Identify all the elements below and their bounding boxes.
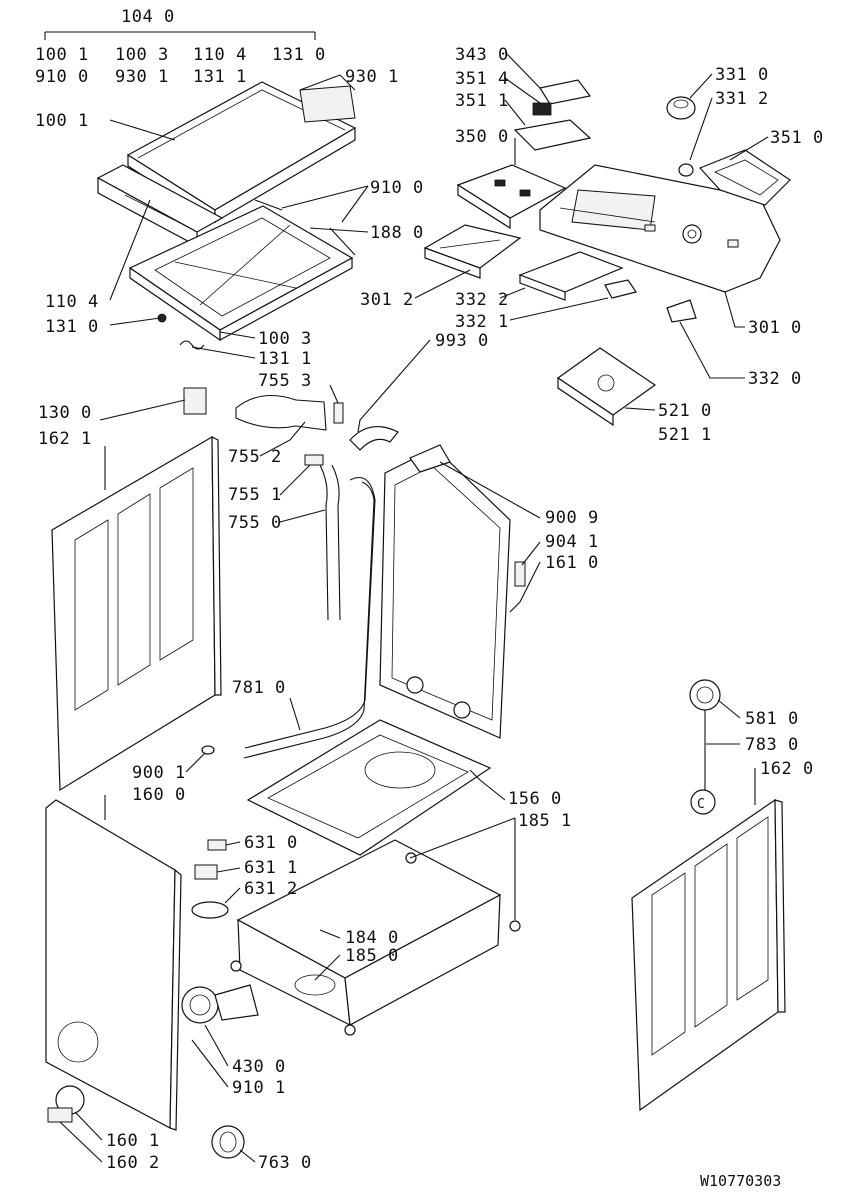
label-343-0: 343 0 xyxy=(455,45,509,65)
label-993-0: 993 0 xyxy=(435,331,489,351)
label-351-4: 351 4 xyxy=(455,69,509,89)
label-301-2: 301 2 xyxy=(360,290,414,310)
label-332-0: 332 0 xyxy=(748,369,802,389)
label-104-0: 104 0 xyxy=(121,7,175,27)
label-301-0: 301 0 xyxy=(748,318,802,338)
label-581-0: 581 0 xyxy=(745,709,799,729)
electronic-board-part xyxy=(456,164,567,230)
label-781-0: 781 0 xyxy=(232,678,286,698)
label-110-4: 110 4 xyxy=(193,45,247,65)
base-tub-part xyxy=(246,719,492,856)
label-332-2: 332 2 xyxy=(455,290,509,310)
label-162-0: 162 0 xyxy=(760,759,814,779)
label-332-1: 332 1 xyxy=(455,312,509,332)
label-755-2: 755 2 xyxy=(228,447,282,467)
label-160-1: 160 1 xyxy=(106,1131,160,1151)
label-763-0: 763 0 xyxy=(258,1153,312,1173)
label-185-1: 185 1 xyxy=(518,811,572,831)
top-frame-part xyxy=(128,205,354,342)
label-160-2: 160 2 xyxy=(106,1153,160,1173)
label-188-0: 188 0 xyxy=(370,223,424,243)
label-430-0: 430 0 xyxy=(232,1057,286,1077)
base-frame-part xyxy=(230,839,521,1036)
label-131-0: 131 0 xyxy=(272,45,326,65)
label-904-1: 904 1 xyxy=(545,532,599,552)
svg-text:C: C xyxy=(697,797,705,812)
part-number-labels: 104 0 100 1 100 3 110 4 131 0 910 0 930 … xyxy=(35,7,824,1190)
board-cover-part xyxy=(423,224,522,279)
drawing-number: W10770303 xyxy=(700,1172,781,1190)
front-panel-part xyxy=(45,799,182,1131)
label-100-1: 100 1 xyxy=(35,111,89,131)
selector-knob-part xyxy=(666,96,696,177)
label-631-1: 631 1 xyxy=(244,858,298,878)
label-100-3: 100 3 xyxy=(115,45,169,65)
label-100-1: 100 1 xyxy=(35,45,89,65)
label-755-0: 755 0 xyxy=(228,513,282,533)
label-755-1: 755 1 xyxy=(228,485,282,505)
label-631-2: 631 2 xyxy=(244,879,298,899)
left-side-panel-part xyxy=(51,435,222,792)
label-131-1: 131 1 xyxy=(258,349,312,369)
label-131-1: 131 1 xyxy=(193,67,247,87)
label-521-1: 521 1 xyxy=(658,425,712,445)
rear-panel-part xyxy=(379,444,526,739)
label-100-3: 100 3 xyxy=(258,329,312,349)
label-185-0: 185 0 xyxy=(345,946,399,966)
label-900-1: 900 1 xyxy=(132,763,186,783)
right-side-panel-part xyxy=(631,798,786,1112)
label-130-0: 130 0 xyxy=(38,403,92,423)
label-161-0: 161 0 xyxy=(545,553,599,573)
label-331-0: 331 0 xyxy=(715,65,769,85)
label-184-0: 184 0 xyxy=(345,928,399,948)
label-783-0: 783 0 xyxy=(745,735,799,755)
label-910-1: 910 1 xyxy=(232,1078,286,1098)
label-156-0: 156 0 xyxy=(508,789,562,809)
label-900-9: 900 9 xyxy=(545,508,599,528)
hoses-parts xyxy=(183,387,399,759)
label-110-4: 110 4 xyxy=(45,292,99,312)
main-module-part xyxy=(556,347,657,427)
label-351-0: 351 0 xyxy=(770,128,824,148)
label-910-0: 910 0 xyxy=(35,67,89,87)
control-console-part xyxy=(539,164,781,293)
label-160-0: 160 0 xyxy=(132,785,186,805)
label-162-1: 162 1 xyxy=(38,429,92,449)
label-351-1: 351 1 xyxy=(455,91,509,111)
label-331-2: 331 2 xyxy=(715,89,769,109)
label-910-0: 910 0 xyxy=(370,178,424,198)
label-930-1: 930 1 xyxy=(115,67,169,87)
label-350-0: 350 0 xyxy=(455,127,509,147)
pump-part: C xyxy=(47,679,721,1159)
label-631-0: 631 0 xyxy=(244,833,298,853)
leader-lines xyxy=(44,31,769,1163)
label-755-3: 755 3 xyxy=(258,371,312,391)
label-930-1: 930 1 xyxy=(345,67,399,87)
knob-holder-part xyxy=(698,149,791,206)
label-521-0: 521 0 xyxy=(658,401,712,421)
label-131-0: 131 0 xyxy=(45,317,99,337)
button-strip-part xyxy=(518,251,624,301)
small-buttons-parts xyxy=(513,79,697,323)
front-handle-part xyxy=(96,164,224,248)
